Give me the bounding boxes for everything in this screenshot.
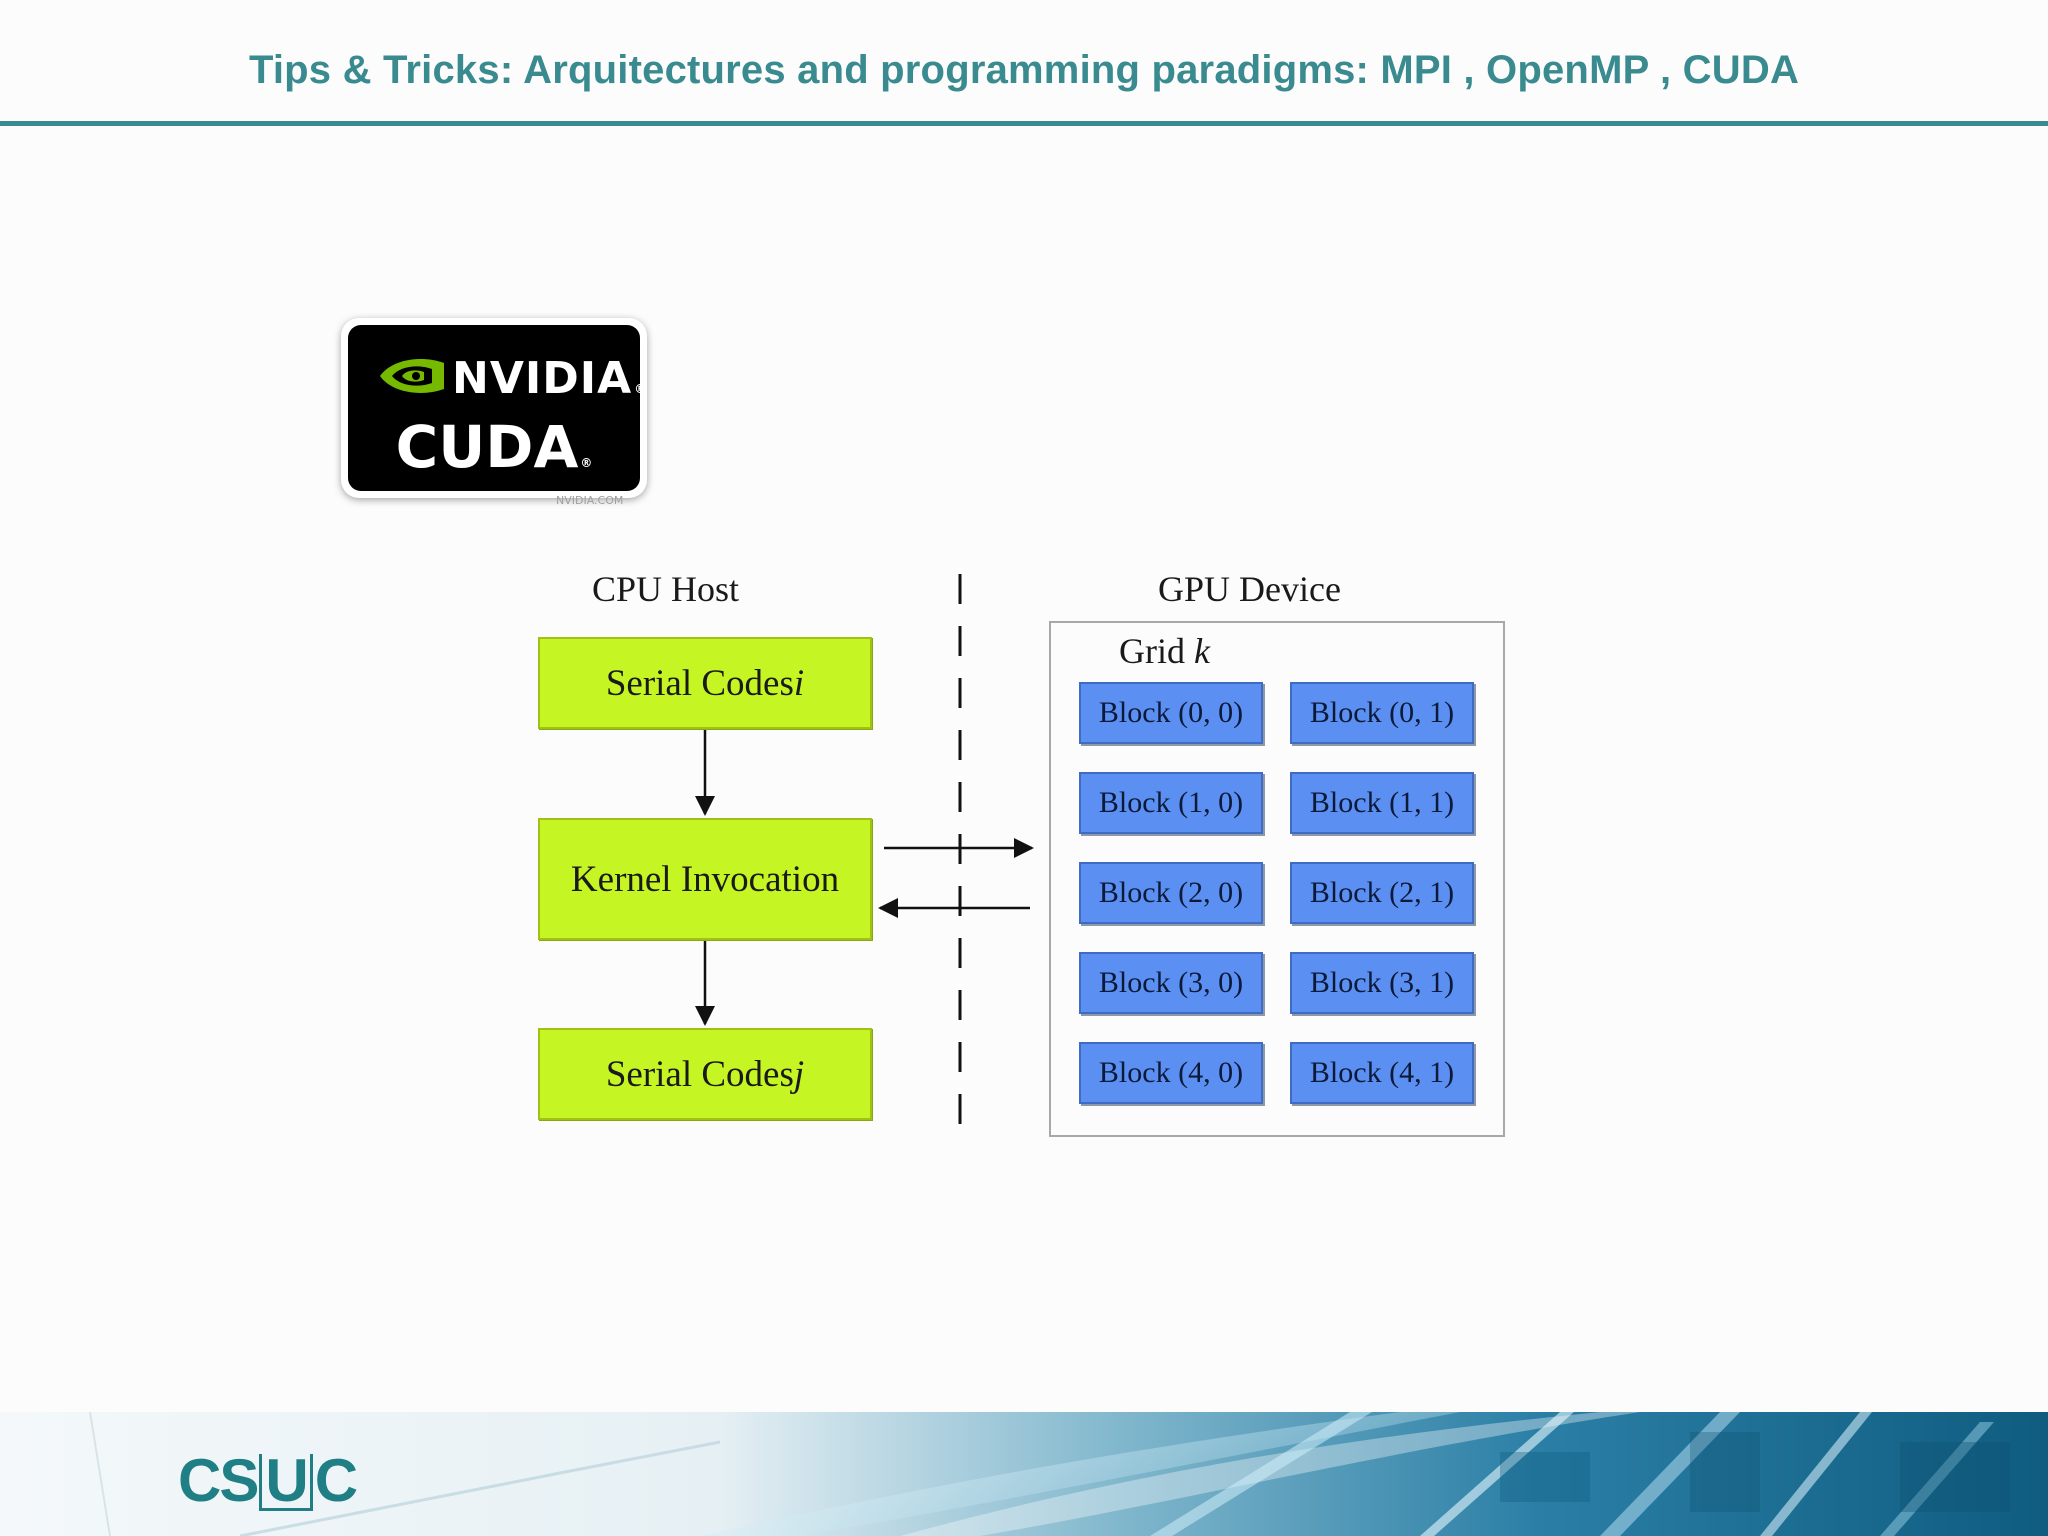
cpu-host-label: CPU Host xyxy=(592,569,740,609)
badge-background: NVIDIA® CUDA® xyxy=(348,325,646,491)
block-1-0: Block (1, 0) xyxy=(1079,772,1263,834)
block-4-1: Block (4, 1) xyxy=(1290,1042,1474,1104)
block-2-1: Block (2, 1) xyxy=(1290,862,1474,924)
block-1-1: Block (1, 1) xyxy=(1290,772,1474,834)
nvidia-cuda-badge: NVIDIA® CUDA® xyxy=(341,318,647,498)
diagram-connectors xyxy=(695,574,1034,1140)
nvidia-eye-icon xyxy=(380,359,444,393)
gpu-device-label: GPU Device xyxy=(1158,569,1341,609)
slide-title: Tips & Tricks: Arquitectures and program… xyxy=(248,48,1800,92)
badge-product-text: CUDA® xyxy=(395,413,593,481)
grid-label: Grid k xyxy=(1119,631,1210,671)
badge-url: NVIDIA.COM xyxy=(556,494,624,507)
kernel-invocation-box: Kernel Invocation xyxy=(538,818,872,940)
footer-abstract-graphic xyxy=(0,1412,2048,1536)
block-4-0: Block (4, 0) xyxy=(1079,1042,1263,1104)
title-divider xyxy=(0,121,2048,126)
block-2-0: Block (2, 0) xyxy=(1079,862,1263,924)
badge-brand-text: NVIDIA® xyxy=(452,353,648,404)
block-0-1: Block (0, 1) xyxy=(1290,682,1474,744)
block-3-0: Block (3, 0) xyxy=(1079,952,1263,1014)
block-0-0: Block (0, 0) xyxy=(1079,682,1263,744)
block-3-1: Block (3, 1) xyxy=(1290,952,1474,1014)
footer-banner xyxy=(0,1412,2048,1536)
serial-codes-i-box: Serial Codes i xyxy=(538,637,872,729)
serial-codes-j-box: Serial Codes j xyxy=(538,1028,872,1120)
